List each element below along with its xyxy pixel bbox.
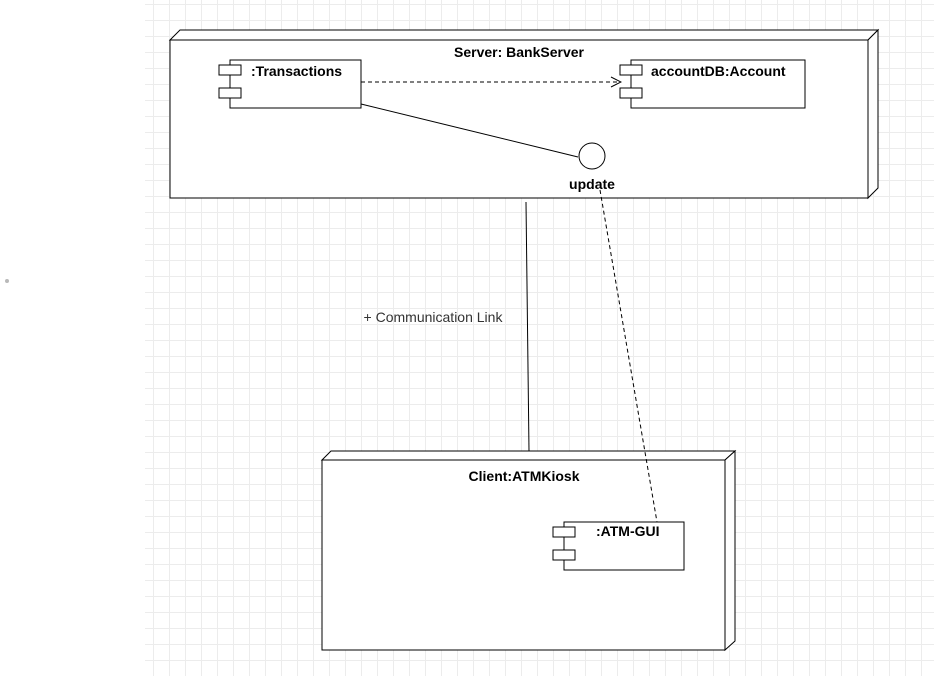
canvas-dot bbox=[5, 279, 9, 283]
transactions-label: :Transactions bbox=[251, 63, 342, 79]
account-component[interactable]: accountDB:Account bbox=[619, 59, 806, 109]
component-icon bbox=[619, 64, 643, 99]
communication-link-label: + Communication Link bbox=[364, 309, 504, 325]
interface-circle-icon bbox=[578, 142, 606, 170]
communication-link-line[interactable] bbox=[525, 201, 530, 452]
server-node-label: Server: BankServer bbox=[454, 44, 585, 60]
client-node[interactable]: Client:ATMKiosk bbox=[320, 449, 737, 652]
atm-gui-update-dependency[interactable] bbox=[599, 189, 658, 523]
update-interface-label: update bbox=[569, 176, 615, 192]
transactions-component[interactable]: :Transactions bbox=[218, 59, 362, 109]
update-interface[interactable]: update bbox=[569, 142, 615, 192]
transactions-update-realization[interactable] bbox=[360, 103, 579, 158]
atm-gui-component[interactable]: :ATM-GUI bbox=[552, 521, 685, 571]
server-node[interactable]: Server: BankServer bbox=[168, 28, 880, 200]
component-icon bbox=[552, 526, 576, 561]
component-icon bbox=[218, 64, 242, 99]
account-label: accountDB:Account bbox=[651, 63, 786, 79]
client-node-label: Client:ATMKiosk bbox=[469, 468, 580, 484]
atm-gui-label: :ATM-GUI bbox=[596, 523, 660, 539]
